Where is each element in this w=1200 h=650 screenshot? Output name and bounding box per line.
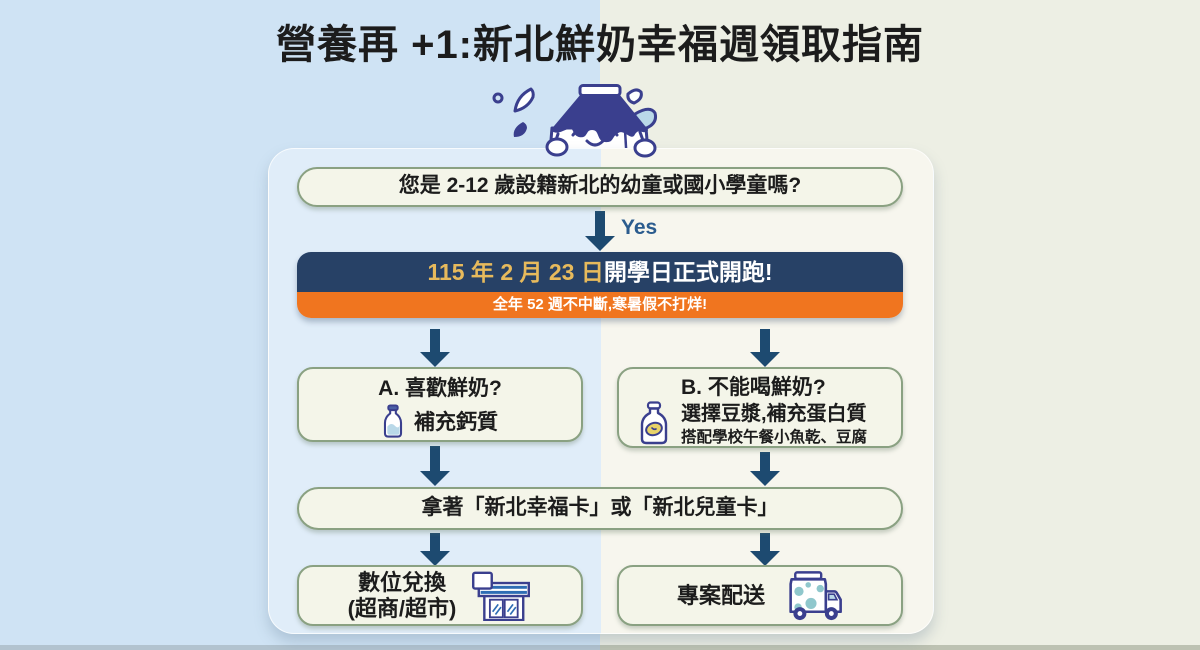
banner-headline: 開學日正式開跑! (603, 259, 773, 285)
option-a-benefit-row: 補充鈣質 (299, 403, 581, 439)
banner-headline-row: 115 年 2 月 23 日開學日正式開跑! (297, 252, 903, 292)
banner-subline: 全年 52 週不中斷,寒暑假不打烊! (297, 292, 903, 318)
option-b-line3: 搭配學校午餐小魚乾、豆腐 (681, 429, 868, 446)
flow-arrow-yes (585, 211, 615, 251)
soy-milk-bottle-icon (640, 401, 668, 445)
store-icon (472, 571, 531, 621)
flow-arrow-b-down (750, 452, 780, 486)
flow-arrow-a-down (420, 446, 450, 486)
card-step-node: 拿著「新北幸福卡」或「新北兒童卡」 (297, 487, 903, 530)
delivery-label: 專案配送 (676, 582, 765, 608)
card-step-text: 拿著「新北幸福卡」或「新北兒童卡」 (421, 496, 779, 519)
question-text: 您是 2-12 歲設籍新北的幼童或國小學童嗎? (398, 174, 802, 197)
question-node: 您是 2-12 歲設籍新北的幼童或國小學童嗎? (297, 167, 903, 207)
yes-label: Yes (621, 216, 658, 239)
kickoff-banner: 115 年 2 月 23 日開學日正式開跑! 全年 52 週不中斷,寒暑假不打烊… (297, 252, 903, 318)
redeem-line1: 數位兌換 (357, 569, 446, 595)
flow-arrow-right-end (750, 533, 780, 566)
redeem-line2: (超商/超市) (347, 595, 457, 621)
redeem-text: 數位兌換 (超商/超市) (348, 570, 457, 622)
option-b-title: B. 不能喝鮮奶? (681, 376, 826, 399)
delivery-truck-icon (789, 570, 842, 620)
option-a-node: A. 喜歡鮮奶? 補充鈣質 (297, 367, 583, 442)
banner-date: 115 年 2 月 23 日 (427, 259, 604, 285)
bottom-edge-strip (0, 645, 1200, 650)
flow-arrow-b (750, 329, 780, 367)
option-a-title: A. 喜歡鮮奶? (378, 377, 502, 400)
flow-arrow-a (420, 329, 450, 367)
option-b-line2: 選擇豆漿,補充蛋白質 (681, 403, 867, 425)
redeem-node: 數位兌換 (超商/超市) (297, 565, 583, 626)
option-b-node: B. 不能喝鮮奶? 選擇豆漿,補充蛋白質 搭配學校午餐小魚乾、豆腐 (617, 367, 903, 448)
page-title: 營養再 +1:新北鮮奶幸福週領取指南 (275, 23, 925, 67)
flow-arrow-left-end (420, 533, 450, 566)
delivery-node: 專案配送 (617, 565, 903, 626)
milk-carton-hands-icon (545, 137, 657, 158)
milk-bottle-icon (383, 404, 403, 438)
option-a-benefit: 補充鈣質 (414, 411, 498, 434)
